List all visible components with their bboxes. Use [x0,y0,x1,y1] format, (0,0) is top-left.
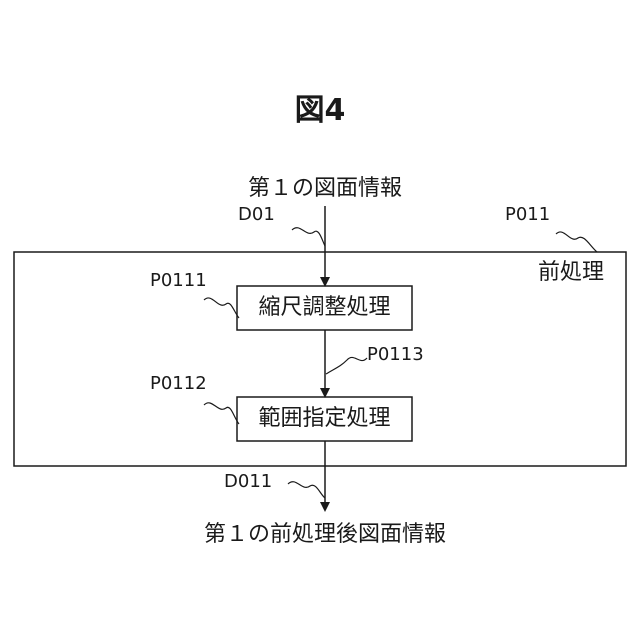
input-label: 第１の図面情報 [0,178,640,200]
outer-box-title: 前処理 [538,262,604,284]
step-2-ref: P0112 [150,375,207,393]
leader-line-d011 [288,482,325,498]
output-label: 第１の前処理後図面情報 [0,524,640,546]
leader-line-p0111 [204,298,239,318]
outer-box-ref: P011 [505,206,550,224]
step-1-label: 縮尺調整処理 [237,297,412,319]
leader-line-d01 [292,228,325,246]
output-arrow-ref: D011 [224,473,272,491]
leader-line-p011 [556,232,597,252]
between-arrow-ref: P0113 [367,346,424,364]
leader-line-p0112 [204,403,239,424]
step-1-ref: P0111 [150,272,207,290]
figure-title: 図4 [0,96,640,126]
leader-line-p0113 [326,357,367,374]
step-2-label: 範囲指定処理 [237,408,412,430]
input-arrow-ref: D01 [238,206,275,224]
